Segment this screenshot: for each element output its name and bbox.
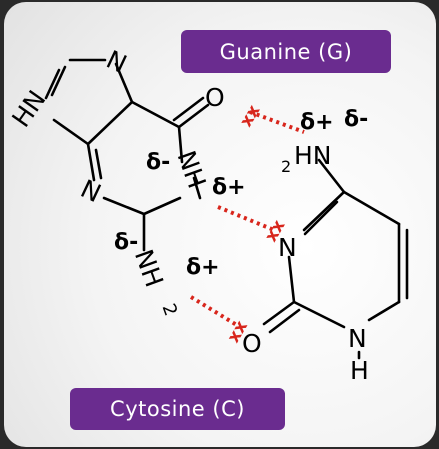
bond	[177, 103, 210, 129]
bond	[367, 300, 401, 322]
atom-n4h: HN	[294, 141, 332, 170]
bond	[44, 68, 61, 100]
bond	[130, 100, 181, 129]
base-pair-diagram: xx xx xx N HN N O NH NH 2 HN 2 N O N H δ…	[6, 45, 409, 385]
atom-n7: N	[102, 45, 131, 79]
hydrogen-bond-2	[217, 205, 275, 232]
delta-plus: δ+	[300, 110, 334, 135]
bond	[50, 65, 67, 97]
delta-minus: δ-	[114, 230, 138, 255]
bond	[317, 158, 346, 194]
subscript-2: 2	[158, 301, 182, 319]
subscript-2: 2	[281, 157, 291, 176]
delta-plus: δ+	[212, 175, 246, 200]
hydrogen-bond-1	[249, 110, 305, 134]
delta-plus: δ+	[186, 255, 220, 280]
bond	[142, 196, 182, 216]
bond	[287, 255, 296, 304]
bond	[102, 196, 146, 216]
bond	[172, 96, 205, 122]
hbond-marker: xx	[236, 102, 264, 131]
guanine-structure	[44, 58, 210, 252]
bond	[342, 190, 401, 226]
guanine-label: Guanine (G)	[181, 30, 391, 73]
atom-n3: N	[278, 233, 297, 262]
cytosine-structure	[262, 158, 409, 334]
bond	[114, 62, 134, 104]
bond	[86, 142, 96, 182]
delta-minus: δ-	[146, 150, 170, 175]
bond	[303, 200, 339, 236]
delta-minus: δ-	[344, 107, 368, 132]
diagram-frame: xx xx xx N HN N O NH NH 2 HN 2 N O N H δ…	[4, 2, 436, 447]
atom-o2: O	[242, 329, 262, 358]
atom-o6: O	[205, 83, 225, 112]
bond	[302, 190, 346, 232]
atom-n3: N	[76, 174, 105, 208]
bond	[86, 100, 134, 146]
bond	[262, 300, 296, 326]
atom-h1: H	[350, 356, 369, 385]
hydrogen-bond-3	[189, 295, 242, 329]
bond	[94, 148, 103, 180]
bond	[268, 308, 301, 334]
cytosine-label: Cytosine (C)	[70, 388, 285, 430]
bond	[192, 176, 202, 200]
bond	[52, 118, 90, 146]
bond	[292, 300, 346, 329]
atom-n1: N	[348, 324, 367, 353]
atom-n1h: NH	[171, 147, 211, 192]
bond	[177, 125, 184, 164]
atom-n9h: HN	[6, 85, 51, 132]
